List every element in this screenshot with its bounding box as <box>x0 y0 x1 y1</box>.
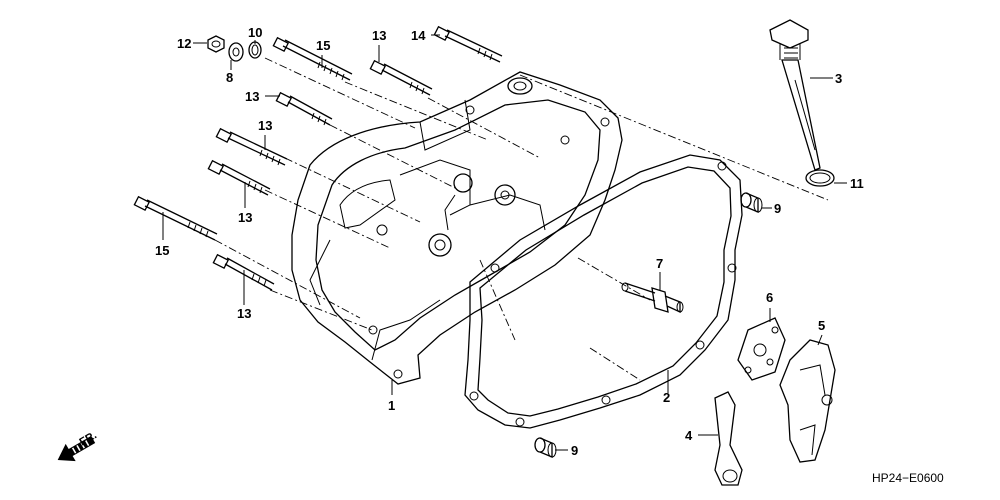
shaft-7 <box>621 282 684 314</box>
arm-4 <box>714 391 743 486</box>
callout-13-mid-b: 13 <box>258 118 272 133</box>
dipstick <box>769 19 821 171</box>
dowel-pin-bottom <box>534 437 557 458</box>
bolt-13-top <box>369 59 433 96</box>
callout-7: 7 <box>656 256 663 271</box>
bolt-15-bottom <box>133 195 218 241</box>
callout-9-bottom: 9 <box>571 443 578 458</box>
callout-2: 2 <box>663 390 670 405</box>
leader-lines <box>162 34 847 451</box>
dowel-pin-top <box>740 192 763 213</box>
front-label: FR. <box>78 429 99 448</box>
callout-8: 8 <box>226 70 233 85</box>
callout-12: 12 <box>177 36 191 51</box>
o-ring-10 <box>248 41 262 59</box>
front-arrow-icon <box>57 436 96 462</box>
callout-6: 6 <box>766 290 773 305</box>
cover-gasket <box>464 154 743 429</box>
washer-8 <box>228 42 244 62</box>
diagram-part-code: HP24−E0600 <box>872 471 944 485</box>
callout-11: 11 <box>850 176 864 191</box>
bolt-15-top <box>272 36 353 81</box>
callout-labels: 12 10 8 15 13 14 13 13 13 15 13 3 11 9 7… <box>155 25 864 458</box>
assembly-lines <box>214 57 829 381</box>
callout-13-mid-a: 13 <box>245 89 259 104</box>
callout-13-top: 13 <box>372 28 386 43</box>
callout-9-top: 9 <box>774 201 781 216</box>
callout-15-bottom: 15 <box>155 243 169 258</box>
lever-5 <box>779 339 836 463</box>
callout-15-top: 15 <box>316 38 330 53</box>
bolt-13-mid-a <box>275 91 333 126</box>
plate-6 <box>737 317 786 381</box>
bolts <box>133 25 503 291</box>
callout-5: 5 <box>818 318 825 333</box>
bolt-14 <box>433 25 503 63</box>
callout-1: 1 <box>388 398 395 413</box>
callout-13-mid-c: 13 <box>238 210 252 225</box>
small-hardware <box>207 35 262 62</box>
callout-3: 3 <box>835 71 842 86</box>
crankcase-cover <box>291 71 623 385</box>
callout-4: 4 <box>685 428 693 443</box>
nut-12 <box>207 35 225 53</box>
callout-13-bottom: 13 <box>237 306 251 321</box>
callout-14: 14 <box>411 28 426 43</box>
o-ring-11 <box>805 169 835 187</box>
front-direction-indicator: FR. <box>57 429 99 462</box>
bolt-13-bottom <box>212 253 275 291</box>
bolt-13-mid-c <box>207 159 271 196</box>
bolt-13-mid-b <box>215 127 288 166</box>
callout-10: 10 <box>248 25 262 40</box>
